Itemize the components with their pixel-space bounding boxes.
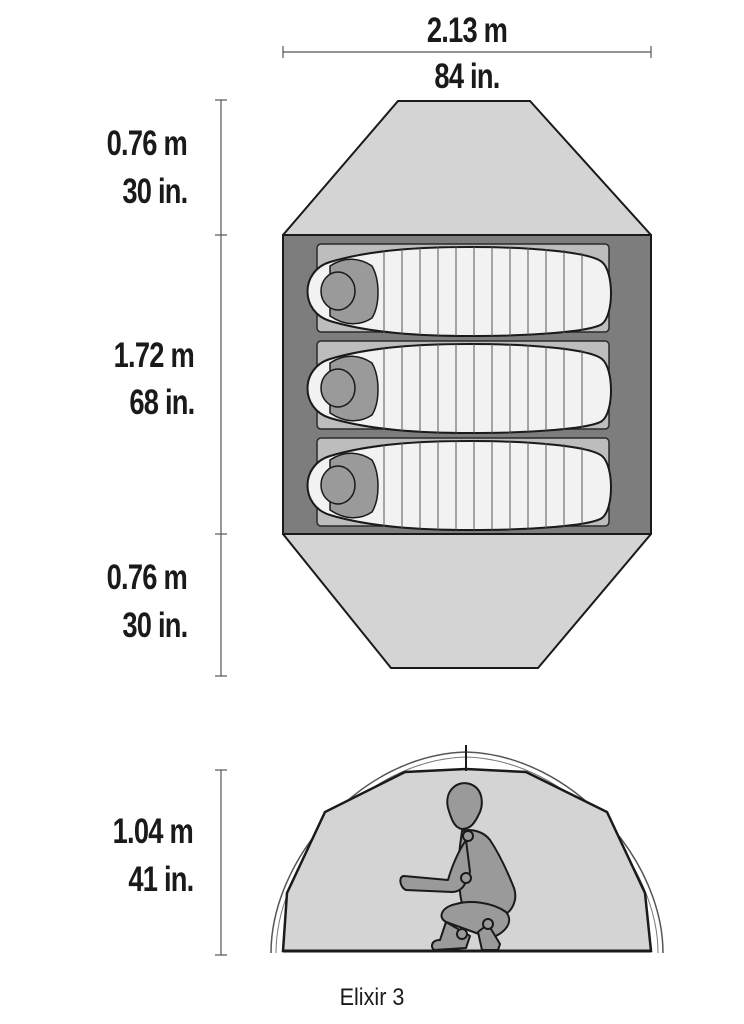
rear-vestibule-imperial-label: 30 in.: [121, 606, 188, 645]
sleeper-head: [320, 368, 356, 408]
width-metric-label: 2.13 m: [426, 11, 508, 50]
interior-length-imperial-label: 68 in.: [128, 383, 195, 422]
sleeping-bag: [306, 439, 612, 532]
interior-length-metric-label: 1.72 m: [113, 336, 195, 375]
sleeper-head: [320, 465, 356, 505]
front-vestibule-imperial-label: 30 in.: [121, 172, 188, 211]
peak-height-metric-label: 1.04 m: [112, 812, 194, 851]
sleeping-bag: [306, 245, 612, 338]
height-dimension-line: [215, 769, 227, 956]
front-vestibule-metric-label: 0.76 m: [106, 124, 188, 163]
floor-plan: [282, 100, 652, 669]
length-dimension-line: [215, 99, 227, 677]
sleeper-head: [320, 271, 356, 311]
product-name: Elixir 3: [339, 984, 405, 1011]
width-imperial-label: 84 in.: [434, 57, 500, 96]
peak-height-imperial-label: 41 in.: [127, 860, 194, 899]
seated-person: [399, 782, 517, 951]
rear-vestibule-metric-label: 0.76 m: [106, 558, 188, 597]
side-elevation: [270, 745, 664, 954]
width-dimension-line: [282, 46, 652, 58]
sleeping-bag: [306, 342, 612, 435]
